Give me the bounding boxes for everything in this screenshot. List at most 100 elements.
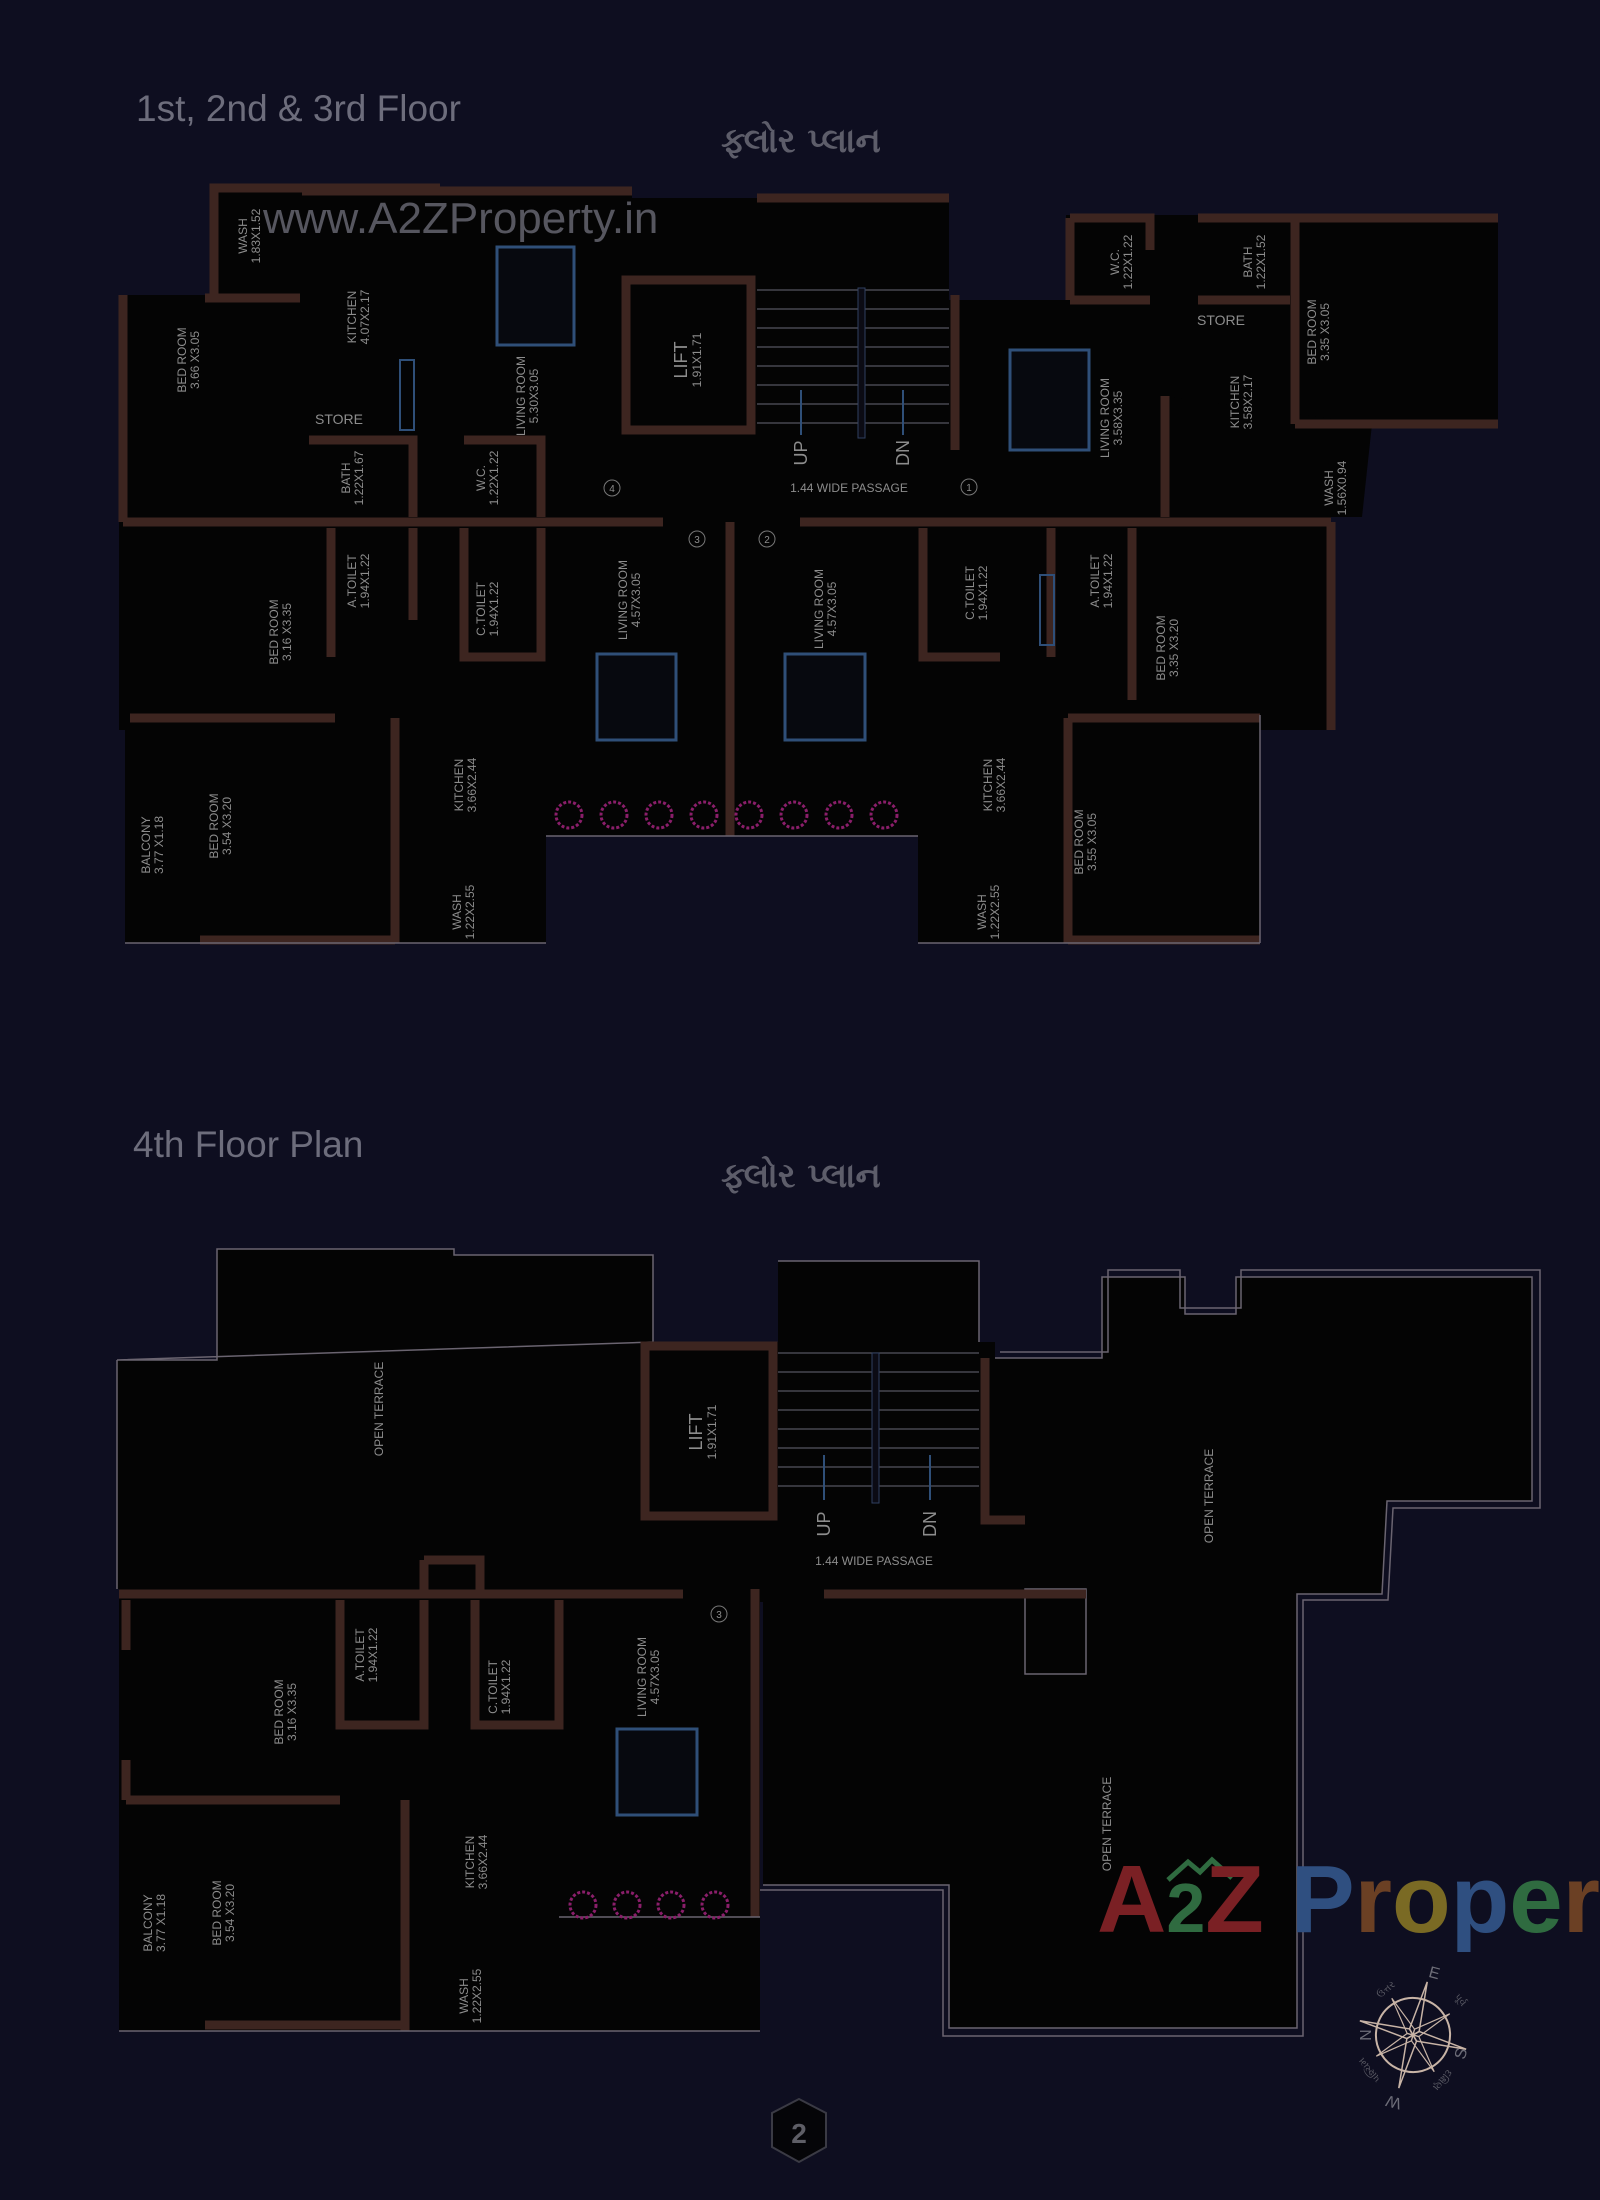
room-name: LIVING ROOM — [616, 560, 630, 640]
logo-letter: r — [1355, 1846, 1392, 1953]
room-dimensions: 3.66X2.44 — [994, 757, 1008, 812]
room-name: OPEN TERRACE — [372, 1362, 386, 1456]
room-dimensions: 4.57X3.05 — [629, 572, 643, 627]
room-dimensions: 3.35 X3.20 — [1167, 619, 1181, 677]
room-dimensions: 4.57X3.05 — [825, 581, 839, 636]
planter-plant-icon — [869, 800, 899, 830]
stair-up-label-text: UP — [814, 1511, 834, 1536]
top-plan-walls — [118, 183, 1498, 945]
stair-down-label: DN — [893, 440, 913, 466]
room-name: KITCHEN — [463, 1836, 477, 1889]
room-name: BED ROOM — [267, 599, 281, 664]
logo-letter: A — [1097, 1846, 1166, 1953]
room-label: OPEN TERRACE — [1100, 1777, 1114, 1871]
room-name: LIVING ROOM — [812, 569, 826, 649]
planter-plant-icon — [734, 800, 764, 830]
planter-plant-icon — [554, 800, 584, 830]
right-terrace-area — [763, 1277, 1532, 2028]
room-name: KITCHEN — [345, 291, 359, 344]
room-name: LIFT — [686, 1413, 706, 1450]
compass-west: W — [1383, 2091, 1403, 2112]
flat-number-marker: 1 — [960, 478, 978, 496]
logo-letter: r — [1563, 1846, 1600, 1953]
room-name: A.TOILET — [1088, 554, 1102, 608]
room-dimensions: 3.16 X3.35 — [285, 1683, 299, 1741]
room-name: BATH — [1241, 246, 1255, 277]
planter-plant-icon — [689, 800, 719, 830]
room-name: KITCHEN — [452, 759, 466, 812]
top-plan-title: 1st, 2nd & 3rd Floor — [136, 88, 461, 129]
store-label: STORE — [315, 411, 363, 427]
room-dimensions: 3.54 X3.20 — [223, 1884, 237, 1942]
compass-gujarati-east: પૂર્વ — [1451, 1991, 1469, 2009]
room-dimensions: 3.58X3.35 — [1111, 390, 1125, 445]
room-name: C.TOILET — [474, 581, 488, 635]
room-name: OPEN TERRACE — [1202, 1449, 1216, 1543]
room-dimensions: 1.91X1.71 — [690, 332, 704, 387]
stair-down-label: DN — [920, 1511, 940, 1537]
room-dimensions: 4.07X2.17 — [358, 289, 372, 344]
a2z-property-logo: A2Z Property — [1097, 1846, 1600, 1953]
room-dimensions: 3.16 X3.35 — [280, 603, 294, 661]
room-dimensions: 1.22X2.55 — [988, 884, 1002, 939]
room-dimensions: 1.22X2.55 — [463, 884, 477, 939]
room-name: WASH — [236, 218, 250, 254]
planter-plant-icon — [612, 1890, 642, 1920]
room-dimensions: 3.77 X1.18 — [154, 1894, 168, 1952]
room-name: A.TOILET — [353, 1628, 367, 1682]
room-dimensions: 1.22X1.67 — [352, 450, 366, 505]
room-dimensions: 1.83X1.52 — [249, 208, 263, 263]
top-furniture — [399, 245, 1091, 742]
room-dimensions: 3.77 X1.18 — [152, 816, 166, 874]
stair-up-label: UP — [814, 1511, 834, 1536]
compass-north: N — [1356, 2029, 1373, 2041]
logo-letter — [1264, 1846, 1291, 1953]
logo-letter: P — [1291, 1846, 1355, 1953]
planter-plant-icon — [599, 800, 629, 830]
compass-south: S — [1452, 2046, 1471, 2061]
room-name: LIVING ROOM — [1098, 378, 1112, 458]
compass-east: E — [1427, 1964, 1442, 1983]
svg-text:3: 3 — [716, 1610, 722, 1621]
room-name: LIVING ROOM — [514, 356, 528, 436]
room-label: OPEN TERRACE — [372, 1362, 386, 1456]
room-name: WASH — [1322, 470, 1336, 506]
room-name: BATH — [339, 462, 353, 493]
planter-plant-icon — [824, 800, 854, 830]
logo-letter: 2 — [1166, 1869, 1205, 1947]
flat-number-marker: 3 — [710, 1605, 728, 1623]
room-name: C.TOILET — [486, 1659, 500, 1713]
room-label: W.C.1.22X1.22 — [1108, 234, 1135, 289]
watermark: www.A2ZProperty.in — [262, 194, 658, 243]
room-label: W.C.1.22X1.22 — [474, 450, 501, 505]
room-dimensions: 3.54 X3.20 — [220, 797, 234, 855]
svg-text:2: 2 — [764, 535, 770, 546]
flat-number-marker: 3 — [688, 530, 706, 548]
room-dimensions: 1.22X1.22 — [1121, 234, 1135, 289]
planter-plant-icon — [779, 800, 809, 830]
